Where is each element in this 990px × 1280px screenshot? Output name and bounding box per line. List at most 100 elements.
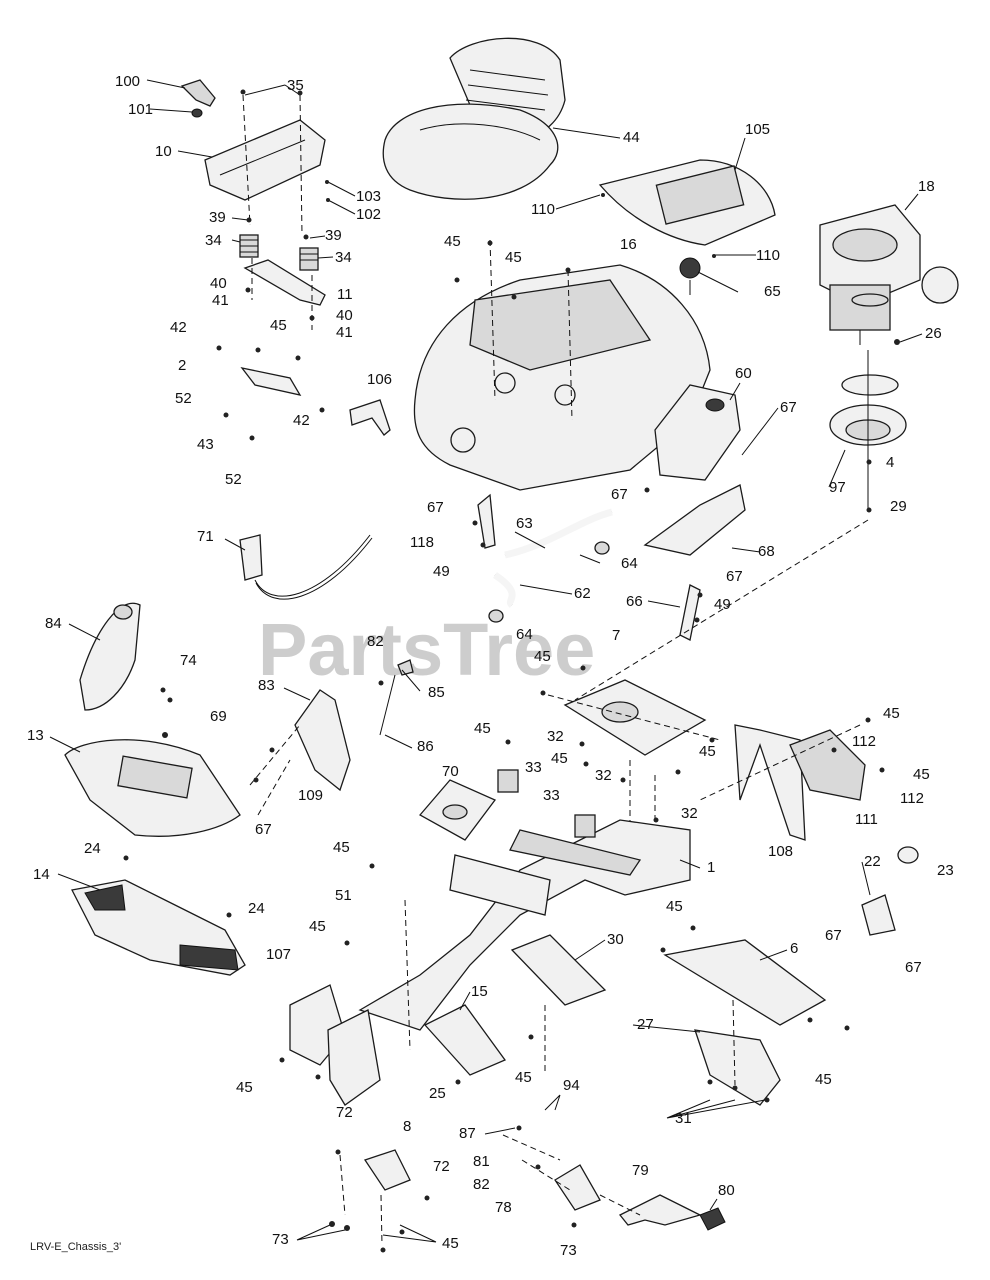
callout-45: 45 (815, 1071, 832, 1088)
callout-69: 69 (210, 708, 227, 725)
callout-78: 78 (495, 1199, 512, 1216)
bracket-part-8[interactable] (363, 1149, 411, 1191)
bracket-part-108[interactable] (734, 724, 806, 841)
callout-52: 52 (225, 471, 242, 488)
callout-111: 111 (855, 811, 878, 828)
callout-45: 45 (913, 766, 930, 783)
callout-6: 6 (790, 940, 798, 957)
engine-part-18[interactable] (819, 204, 959, 345)
callout-35: 35 (287, 77, 304, 94)
callout-30: 30 (607, 931, 624, 948)
callout-109: 109 (298, 787, 323, 804)
cable-part-71[interactable] (239, 534, 373, 600)
callout-67: 67 (905, 959, 922, 976)
callout-100: 100 (115, 73, 140, 90)
callout-32: 32 (595, 767, 612, 784)
callout-108: 108 (768, 843, 793, 860)
callout-62: 62 (574, 585, 591, 602)
footrest-part-14[interactable] (71, 879, 246, 976)
callout-45: 45 (883, 705, 900, 722)
callout-73: 73 (272, 1231, 289, 1248)
callout-51: 51 (335, 887, 352, 904)
callout-45: 45 (309, 918, 326, 935)
switch-part-22[interactable] (861, 894, 896, 936)
panel-part-107[interactable] (289, 984, 381, 1106)
callout-45: 45 (666, 898, 683, 915)
callout-73: 73 (560, 1242, 577, 1259)
gauge-part-65[interactable] (679, 257, 701, 295)
cover-part-105[interactable] (598, 159, 776, 246)
callout-103: 103 (356, 188, 381, 205)
shield-part-68[interactable] (643, 484, 746, 556)
callout-10: 10 (155, 143, 172, 160)
deflector-part-27[interactable] (694, 1029, 781, 1106)
callout-14: 14 (33, 866, 50, 883)
knob-part-23[interactable] (897, 846, 919, 864)
callout-45: 45 (270, 317, 287, 334)
callout-43: 43 (197, 436, 214, 453)
cover-part-6[interactable] (663, 939, 827, 1026)
callout-44: 44 (623, 129, 640, 146)
callout-45: 45 (515, 1069, 532, 1086)
callout-29: 29 (890, 498, 907, 515)
callout-63: 63 (516, 515, 533, 532)
console-part-13[interactable] (64, 739, 241, 837)
clamps-part-64[interactable] (488, 541, 610, 623)
callout-45: 45 (699, 743, 716, 760)
callout-65: 65 (764, 283, 781, 300)
callout-83: 83 (258, 677, 275, 694)
lever-part-83[interactable] (294, 689, 351, 792)
bracket-part-66[interactable] (679, 584, 701, 641)
callout-66: 66 (626, 593, 643, 610)
callout-45: 45 (444, 233, 461, 250)
tank-part-60[interactable] (654, 384, 741, 481)
callout-67: 67 (780, 399, 797, 416)
callout-26: 26 (925, 325, 942, 342)
bracket-part-100[interactable] (180, 79, 216, 118)
bracket-part-118[interactable] (477, 493, 496, 549)
bracket-part-2[interactable] (240, 367, 302, 396)
springs-part-34[interactable] (239, 234, 319, 271)
callout-68: 68 (758, 543, 775, 560)
callout-82: 82 (367, 633, 384, 650)
callout-60: 60 (735, 365, 752, 382)
rod-part-86[interactable] (379, 674, 396, 736)
callout-101: 101 (128, 101, 153, 118)
pulley-part-97[interactable] (829, 293, 907, 510)
callout-25: 25 (429, 1085, 446, 1102)
hose-part-62[interactable] (493, 572, 516, 608)
callout-112: 112 (900, 790, 924, 807)
callout-45: 45 (236, 1079, 253, 1096)
bracket-part-11[interactable] (243, 259, 326, 306)
cover-part-84[interactable] (79, 602, 141, 711)
plate-part-7[interactable] (563, 679, 707, 756)
bracket-part-15[interactable] (423, 1004, 507, 1076)
callout-106: 106 (367, 371, 392, 388)
plate-part-10[interactable] (204, 119, 326, 201)
callout-2: 2 (178, 357, 186, 374)
callout-4: 4 (886, 454, 894, 471)
body-part-16[interactable] (413, 239, 711, 491)
plate-part-30[interactable] (510, 934, 607, 1006)
spring-part-33[interactable] (497, 769, 596, 838)
seat-part-44[interactable] (382, 37, 566, 200)
bracket-part-78[interactable] (554, 1164, 601, 1211)
frame-part-1[interactable] (358, 819, 691, 1031)
callout-105: 105 (745, 121, 770, 138)
callout-39: 39 (209, 209, 226, 226)
callout-45: 45 (551, 750, 568, 767)
callout-7: 7 (612, 627, 620, 644)
bracket-part-85[interactable] (397, 659, 414, 676)
callout-45: 45 (442, 1235, 459, 1252)
pad-part-80[interactable] (699, 1207, 726, 1231)
hose-part-63[interactable] (504, 508, 613, 559)
pedal-part-79[interactable] (618, 1194, 702, 1226)
callout-45: 45 (333, 839, 350, 856)
cover-part-111[interactable] (789, 729, 866, 801)
callout-67: 67 (825, 927, 842, 944)
mount-part-70[interactable] (418, 779, 497, 841)
handle-part-106[interactable] (349, 399, 391, 436)
callout-49: 49 (433, 563, 450, 580)
callout-33: 33 (525, 759, 542, 776)
callout-41: 41 (212, 292, 229, 309)
